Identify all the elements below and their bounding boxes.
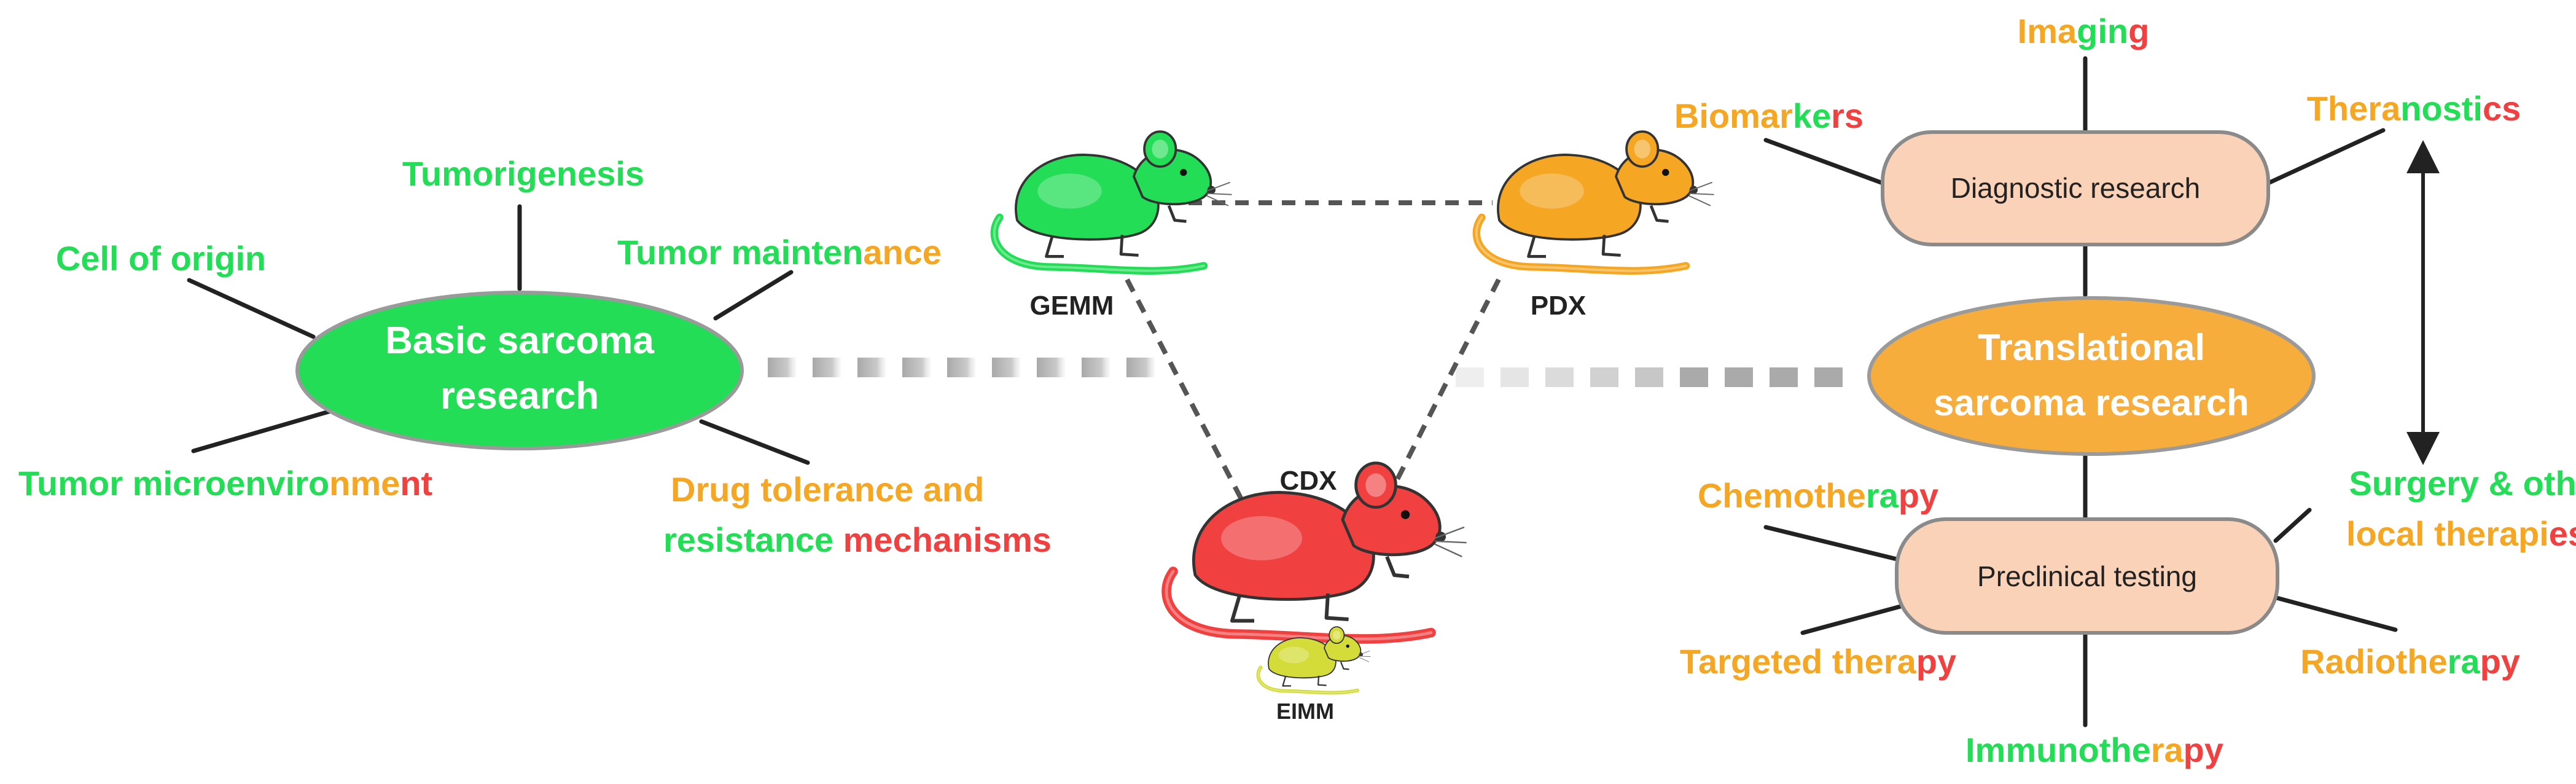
label-drug-tolerance-line1-segment: Drug tolerance and (671, 470, 984, 509)
connector-targeted-therapy (1800, 600, 1919, 635)
connector-drug-tolerance (699, 419, 810, 465)
label-tumor-microenvironment-segment: Tumor microenviro (18, 464, 329, 503)
label-immunotherapy: Immunotherapy (1965, 731, 2223, 769)
preclinical-testing-box (1895, 517, 2279, 635)
label-tumor-maintenance-segment: Tumor mainten (617, 233, 863, 272)
gemm-mouse-icon (994, 131, 1232, 271)
label-theranostics: Theranostics (2307, 89, 2521, 128)
label-tumor-maintenance: Tumor maintenance (617, 233, 942, 272)
connector-cell-of-origin (187, 278, 316, 339)
label-targeted-therapy-segment: py (1916, 642, 1956, 681)
label-drug-tolerance-line2-segment: resistance (663, 520, 843, 559)
label-theranostics-segment: Thera (2307, 89, 2401, 128)
preclinical-testing-label: Preclinical testing (1977, 560, 2197, 592)
label-chemotherapy-segment: Chemothe (1698, 476, 1866, 515)
label-targeted-therapy-segment: Targeted thera (1680, 642, 1917, 681)
translational-research-node: Translational sarcoma research (1867, 296, 2316, 456)
label-tumorigenesis: Tumorigenesis (402, 154, 644, 193)
label-imaging-segment: g (2128, 12, 2149, 50)
label-theranostics-segment: cs (2483, 89, 2521, 128)
translational-title-line1: Translational (1978, 327, 2205, 368)
label-biomarkers-segment: rs (1831, 96, 1864, 135)
basic-band (768, 358, 1155, 377)
label-drug-tolerance-line2: resistance mechanisms (663, 520, 1052, 559)
diagnostic-research-label: Diagnostic research (1951, 172, 2201, 204)
connector-biomarkers (1763, 138, 1885, 186)
label-surgery-line2: local therapies (2346, 514, 2576, 553)
connector-tumor-microenvironment (191, 408, 335, 453)
label-surgery-line1: Surgery & other (2349, 464, 2576, 503)
diagnostic-research-node: Diagnostic research (1881, 130, 2270, 246)
gemm-label: GEMM (1030, 291, 1114, 321)
pdx-label: PDX (1531, 291, 1586, 321)
gemm-cdx-link (1125, 278, 1246, 505)
label-surgery-line2-segment: local therapi (2346, 514, 2549, 553)
label-radiotherapy-segment: ra (2448, 642, 2481, 681)
translational-connectors (1763, 56, 2398, 727)
label-targeted-therapy: Targeted therapy (1680, 642, 1956, 681)
label-surgery-line1-segment: Surgery & other (2349, 464, 2576, 503)
label-cell-of-origin: Cell of origin (56, 239, 266, 278)
label-tumor-maintenance-segment: ance (863, 233, 942, 272)
label-drug-tolerance-line1: Drug tolerance and (671, 470, 984, 509)
diagnostic-research-box (1881, 130, 2270, 246)
basic-title-line1: Basic sarcoma (385, 319, 654, 362)
label-tumor-microenvironment-segment: nt (400, 464, 432, 503)
connector-tumor-maintenance (713, 270, 794, 321)
label-radiotherapy-segment: Radiothe (2300, 642, 2448, 681)
connector-chemotherapy (1763, 525, 1899, 562)
label-biomarkers-segment: Biomar (1674, 96, 1793, 135)
label-drug-tolerance-line2-segment: mechanisms (843, 520, 1052, 559)
label-imaging-segment: gin (2077, 12, 2128, 50)
label-chemotherapy-segment: py (1899, 476, 1938, 515)
label-imaging: Imaging (2018, 12, 2150, 50)
basic-research-ellipse (295, 291, 744, 450)
label-biomarkers: Biomarkers (1674, 96, 1864, 135)
label-immunotherapy-segment: py (2184, 731, 2223, 769)
label-theranostics-segment: nosti (2400, 89, 2483, 128)
label-chemotherapy-segment: ra (1866, 476, 1899, 515)
label-imaging-segment: Ima (2018, 12, 2077, 50)
label-immunotherapy-segment: Immunothe (1965, 731, 2151, 769)
pdx-mouse-icon (1477, 131, 1714, 271)
connector-radiotherapy (2263, 592, 2398, 632)
translational-title-line2: sarcoma research (1934, 382, 2249, 423)
basic-title-line2: research (440, 375, 599, 417)
label-cell-of-origin-segment: Cell of origin (56, 239, 266, 278)
model-triangle-lines (1125, 200, 1501, 505)
translational-research-ellipse (1867, 296, 2316, 456)
label-radiotherapy-segment: py (2480, 642, 2520, 681)
label-tumor-microenvironment: Tumor microenvironment (18, 464, 432, 503)
connector-theranostics (2266, 128, 2386, 186)
label-radiotherapy: Radiotherapy (2300, 642, 2520, 681)
label-immunotherapy-segment: ra (2151, 731, 2184, 769)
cdx-label: CDX (1280, 466, 1337, 496)
preclinical-testing-node: Preclinical testing (1895, 517, 2279, 635)
label-biomarkers-segment: ke (1793, 96, 1831, 135)
label-surgery-line2-segment: es (2549, 514, 2576, 553)
connector-surgery (2273, 508, 2312, 543)
basic-sarcoma-research-node: Basic sarcoma research (295, 291, 744, 450)
basic-research-connectors (187, 204, 810, 465)
eimm-label: EIMM (1276, 699, 1334, 724)
label-chemotherapy: Chemotherapy (1698, 476, 1938, 515)
pdx-cdx-link (1392, 278, 1501, 487)
translational-band (1456, 367, 1843, 387)
label-tumor-microenvironment-segment: nme (329, 464, 400, 503)
label-tumorigenesis-segment: Tumorigenesis (402, 154, 644, 193)
